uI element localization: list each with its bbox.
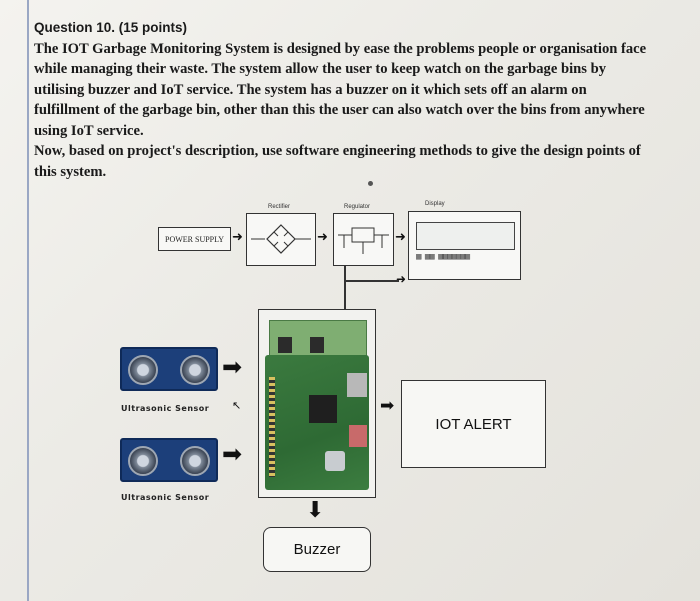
question-line: The IOT Garbage Monitoring System is des…: [34, 40, 647, 57]
ink-dot: [368, 181, 373, 186]
question-line: while managing their waste. The system a…: [34, 61, 607, 77]
question-line: utilising buzzer and IoT service. The sy…: [34, 81, 587, 98]
arrow-right-icon: ➜: [396, 272, 407, 286]
question-line: this system.: [34, 163, 107, 180]
rectifier-box: [246, 213, 316, 266]
power-supply-box: POWER SUPPLY: [158, 227, 231, 251]
regulator-label: Regulator: [344, 204, 371, 210]
power-line: [344, 266, 346, 310]
gpio-header: [269, 377, 275, 477]
question-title: Question 10. (15 points): [34, 20, 188, 35]
raspberry-pi-box: [258, 309, 376, 498]
cpu-chip: [309, 395, 337, 423]
buzzer-box: Buzzer: [263, 527, 371, 572]
question-line: Now, based on project's description, use…: [34, 143, 641, 159]
lcd-pins: ▦ ▦▦ ▦▦▦▦▦▦▦: [416, 252, 470, 262]
power-line: [344, 280, 399, 282]
question-line: using IoT service.: [34, 122, 144, 139]
raspberry-pi-board: [265, 355, 369, 490]
regulator-box: [333, 213, 394, 266]
iot-alert-box: IOT ALERT: [401, 380, 546, 468]
arrow-right-icon: ➡: [222, 353, 243, 381]
connector: [349, 425, 367, 447]
display-label: Display: [425, 201, 445, 207]
arrow-right-icon: ➡: [222, 440, 243, 468]
question-text: Question 10. (15 points) The IOT Garbage…: [34, 18, 674, 182]
cursor-icon: ↖: [232, 399, 242, 412]
arrow-right-icon: ➡: [380, 396, 395, 416]
lcd-display-box: ▦ ▦▦ ▦▦▦▦▦▦▦: [408, 211, 521, 280]
ultrasonic-sensor-image: [120, 347, 218, 391]
relay-module: [269, 320, 367, 358]
arrow-right-icon: ➜: [317, 230, 328, 245]
sensor-label: Ultrasonic Sensor: [121, 404, 210, 413]
margin-line: [27, 0, 29, 601]
lcd-screen: [416, 222, 515, 250]
pi-logo: [325, 451, 345, 471]
question-line: fulfillment of the garbage bin, other th…: [34, 102, 645, 118]
rectifier-label: Rectifier: [268, 204, 291, 210]
ultrasonic-sensor-image: [120, 438, 218, 482]
arrow-down-icon: ⬇: [306, 498, 325, 523]
bridge-rectifier-icon: [251, 224, 311, 254]
sensor-label: Ultrasonic Sensor: [121, 493, 210, 502]
usb-port: [347, 373, 367, 397]
arrow-right-icon: ➜: [232, 230, 243, 245]
regulator-circuit-icon: [338, 227, 389, 254]
arrow-right-icon: ➜: [395, 230, 406, 245]
